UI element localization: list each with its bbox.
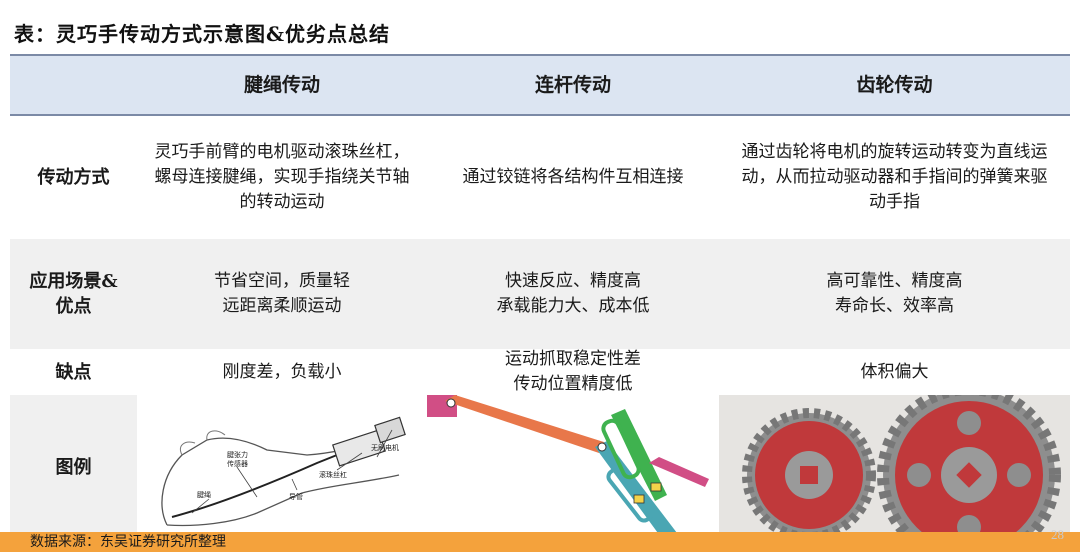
- row-label-advantages-line1: 应用场景&: [29, 271, 118, 292]
- header-tendon: 腱绳传动: [243, 73, 320, 96]
- row-label-advantages-line2: 优点: [55, 296, 92, 317]
- header-gear: 齿轮传动: [856, 73, 933, 96]
- cell-tendon-advantages: 节省空间，质量轻 远距离柔顺运动: [137, 239, 427, 349]
- row-label-disadvantages: 缺点: [55, 361, 92, 383]
- tendon-hand-diagram: 无刷电机 滚珠丝杠 腱张力 传感器 导管 腱绳: [161, 416, 406, 527]
- conduit-label: 导管: [289, 492, 303, 501]
- tendon-adv-line1: 节省空间，质量轻: [214, 271, 350, 291]
- cell-gear-disadvantages: 体积偏大: [860, 361, 929, 382]
- cell-linkage-method: 通过铰链将各结构件互相连接: [427, 116, 719, 239]
- linkage-adv-line1: 快速反应、精度高: [505, 271, 641, 291]
- screw-label: 滚珠丝杠: [319, 470, 347, 479]
- gear-illustration: [719, 395, 1070, 540]
- row-label-advantages: 应用场景& 优点: [10, 239, 137, 349]
- row-label-method: 传动方式: [37, 167, 110, 188]
- table-row: 缺点 刚度差，负载小 运动抓取稳定性差 传动位置精度低 体积偏大: [10, 349, 1070, 395]
- gear-adv-line2: 寿命长、效率高: [835, 296, 954, 316]
- linkage-dis-line2: 传动位置精度低: [513, 374, 633, 394]
- motor-label: 无刷电机: [371, 443, 399, 452]
- linkage-illustration: [427, 395, 719, 540]
- comparison-table: 腱绳传动 连杆传动 齿轮传动 传动方式 灵巧手前臂的电机驱动滚珠丝杠，螺母连接腱…: [10, 54, 1070, 540]
- linkage-dis-line1: 运动抓取稳定性差: [505, 349, 641, 369]
- cell-linkage-disadvantages: 运动抓取稳定性差 传动位置精度低: [427, 349, 719, 395]
- gear-photo-diagram: [719, 395, 1070, 540]
- tendon-illustration: 无刷电机 滚珠丝杠 腱张力 传感器 导管 腱绳: [137, 395, 427, 540]
- cell-tendon-method: 灵巧手前臂的电机驱动滚珠丝杠，螺母连接腱绳，实现手指绕关节轴的转动运动: [137, 116, 427, 239]
- page-title: 表：灵巧手传动方式示意图&优劣点总结: [14, 22, 391, 46]
- table-row: 传动方式 灵巧手前臂的电机驱动滚珠丝杠，螺母连接腱绳，实现手指绕关节轴的转动运动…: [10, 116, 1070, 239]
- table-row: 图例 无刷电机 滚珠丝杠 腱张力 传感器: [10, 395, 1070, 540]
- header-linkage: 连杆传动: [534, 73, 611, 96]
- sensor-label-1: 腱张力: [227, 450, 248, 459]
- tendon-label: 腱绳: [197, 490, 211, 499]
- header-blank: [10, 56, 137, 114]
- source-note: 数据来源：东吴证券研究所整理: [30, 534, 226, 550]
- row-label-legend: 图例: [10, 395, 137, 540]
- cell-gear-method: 通过齿轮将电机的旋转运动转变为直线运动，从而拉动驱动器和手指间的弹簧来驱动手指: [719, 116, 1070, 239]
- page-number: 28: [1051, 527, 1064, 542]
- cell-tendon-disadvantages: 刚度差，负载小: [222, 361, 342, 382]
- cell-gear-advantages: 高可靠性、精度高 寿命长、效率高: [719, 239, 1070, 349]
- linkage-mechanism-diagram: [427, 395, 709, 540]
- linkage-adv-line2: 承载能力大、成本低: [496, 296, 650, 316]
- footer-bar: [0, 532, 1080, 552]
- table-header-row: 腱绳传动 连杆传动 齿轮传动: [10, 54, 1070, 116]
- cell-linkage-advantages: 快速反应、精度高 承载能力大、成本低: [427, 239, 719, 349]
- gear-adv-line1: 高可靠性、精度高: [826, 271, 963, 291]
- sensor-label-2: 传感器: [227, 459, 248, 468]
- table-row: 应用场景& 优点 节省空间，质量轻 远距离柔顺运动 快速反应、精度高 承载能力大…: [10, 239, 1070, 349]
- tendon-adv-line2: 远距离柔顺运动: [222, 296, 342, 316]
